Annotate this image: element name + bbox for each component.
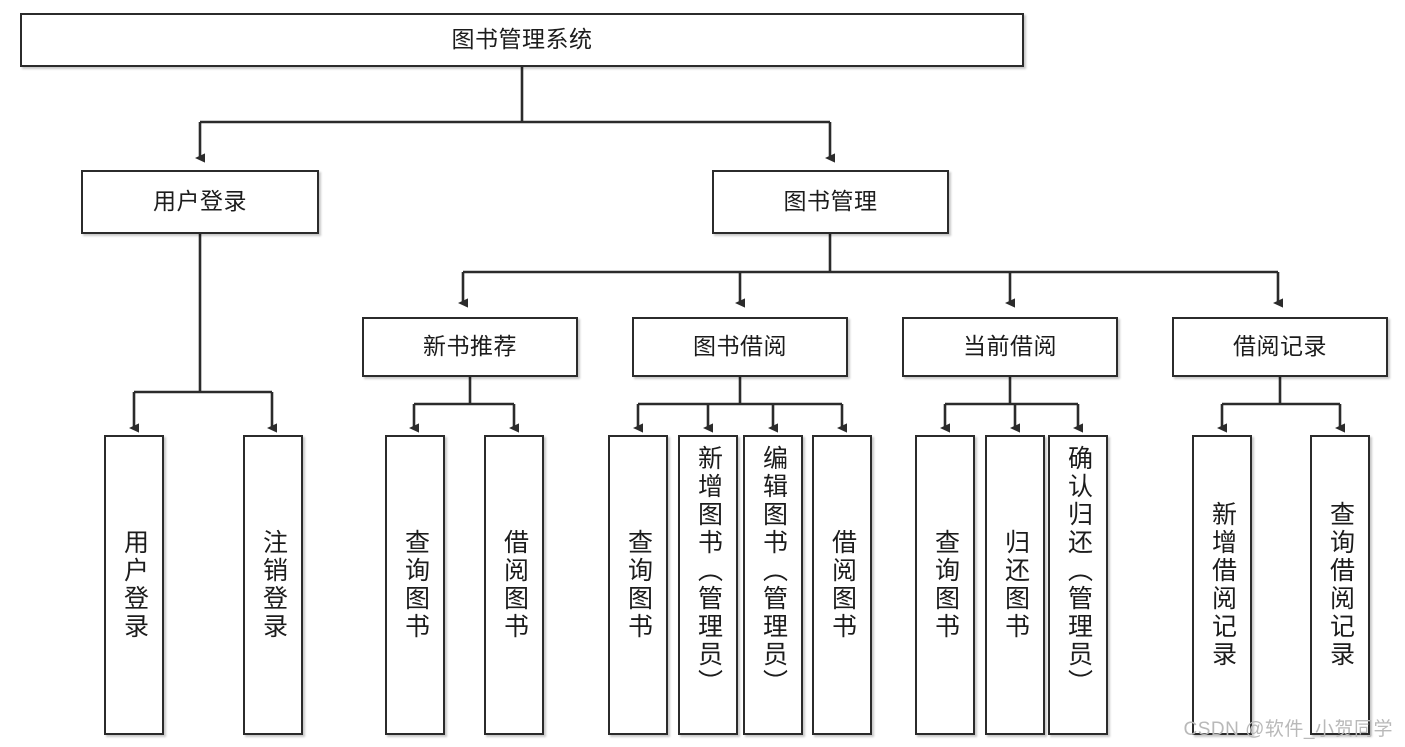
leaf-borrow-book-recommend[interactable]: 借阅图书 bbox=[484, 435, 544, 735]
node-root-system[interactable]: 图书管理系统 bbox=[20, 13, 1024, 67]
leaf-edit-book[interactable]: 编辑图书（管理员） bbox=[743, 435, 803, 735]
node-label: 归还图书 bbox=[1001, 529, 1030, 641]
leaf-logout[interactable]: 注销登录 bbox=[243, 435, 303, 735]
leaf-return-book[interactable]: 归还图书 bbox=[985, 435, 1045, 735]
leaf-query-book-borrow[interactable]: 查询图书 bbox=[608, 435, 668, 735]
leaf-query-book-recommend[interactable]: 查询图书 bbox=[385, 435, 445, 735]
node-label: 新增借阅记录 bbox=[1208, 501, 1237, 669]
node-borrow-record[interactable]: 借阅记录 bbox=[1172, 317, 1388, 377]
node-label: 借阅记录 bbox=[1233, 333, 1327, 360]
node-user-login[interactable]: 用户登录 bbox=[81, 170, 319, 234]
node-new-book-recommend[interactable]: 新书推荐 bbox=[362, 317, 578, 377]
leaf-add-borrow-record[interactable]: 新增借阅记录 bbox=[1192, 435, 1252, 735]
leaf-add-book[interactable]: 新增图书（管理员） bbox=[678, 435, 738, 735]
node-current-borrow[interactable]: 当前借阅 bbox=[902, 317, 1118, 377]
node-label: 新书推荐 bbox=[423, 333, 517, 360]
leaf-borrow-book[interactable]: 借阅图书 bbox=[812, 435, 872, 735]
node-label: 查询图书 bbox=[931, 529, 960, 641]
node-label: 图书借阅 bbox=[693, 333, 787, 360]
node-label: 查询借阅记录 bbox=[1326, 501, 1355, 669]
node-label: 查询图书 bbox=[401, 529, 430, 641]
node-label: 当前借阅 bbox=[963, 333, 1057, 360]
node-label: 新增图书（管理员） bbox=[694, 445, 723, 697]
leaf-user-login[interactable]: 用户登录 bbox=[104, 435, 164, 735]
node-book-borrow[interactable]: 图书借阅 bbox=[632, 317, 848, 377]
leaf-query-book-current[interactable]: 查询图书 bbox=[915, 435, 975, 735]
node-label: 编辑图书（管理员） bbox=[759, 445, 788, 697]
leaf-confirm-return[interactable]: 确认归还（管理员） bbox=[1048, 435, 1108, 735]
watermark-text: CSDN @软件_小贺同学 bbox=[1183, 719, 1393, 740]
node-label: 图书管理系统 bbox=[451, 26, 593, 53]
node-label: 确认归还（管理员） bbox=[1064, 445, 1093, 697]
node-label: 查询图书 bbox=[624, 529, 653, 641]
node-label: 图书管理 bbox=[783, 188, 878, 215]
node-label: 借阅图书 bbox=[500, 529, 529, 641]
node-label: 用户登录 bbox=[153, 188, 247, 215]
node-label: 用户登录 bbox=[120, 529, 149, 641]
leaf-query-borrow-record[interactable]: 查询借阅记录 bbox=[1310, 435, 1370, 735]
node-label: 注销登录 bbox=[259, 529, 288, 641]
node-book-manage[interactable]: 图书管理 bbox=[712, 170, 949, 234]
node-label: 借阅图书 bbox=[828, 529, 857, 641]
